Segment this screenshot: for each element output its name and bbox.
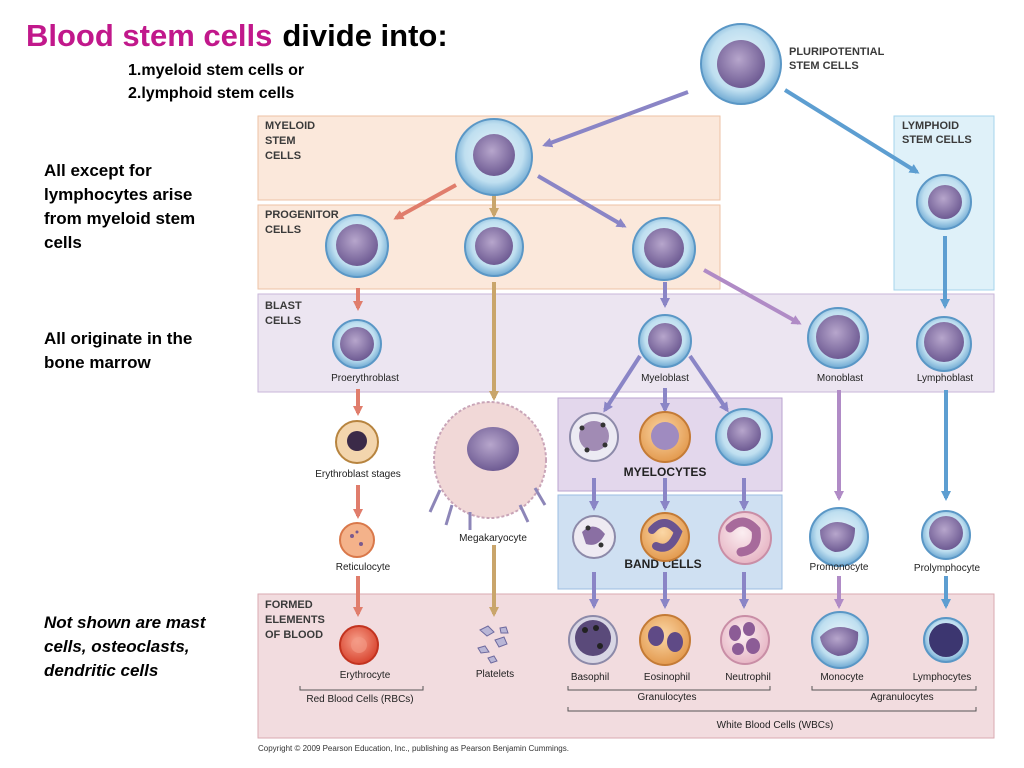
eosinophil-band-cell xyxy=(640,512,690,562)
formed-elements-panel xyxy=(257,593,995,739)
monoblast-cell xyxy=(807,307,869,369)
reticulocyte-cell xyxy=(339,522,375,558)
note-myeloid-origin: All except for lymphocytes arise from my… xyxy=(44,161,196,252)
promonocyte-label: Promonocyte xyxy=(810,562,869,573)
neutrophil-label: Neutrophil xyxy=(725,672,771,683)
note-not-shown: Not shown are mast cells, osteoclasts, d… xyxy=(44,613,206,680)
title-rest: divide into: xyxy=(282,18,448,53)
arrow-to-basophilic-myelocyte xyxy=(603,354,642,413)
arrow-pluri-to-myeloid xyxy=(542,90,689,148)
eosinophil-label: Eosinophil xyxy=(644,672,690,683)
megakaryocyte-cell xyxy=(428,401,547,530)
subtitle-myeloid: 1.myeloid stem cells or xyxy=(128,62,305,79)
myeloblast-label: Myeloblast xyxy=(641,373,689,384)
agranulocytes-bracket xyxy=(811,686,977,691)
arrow-myeloid-to-rbc-progenitor xyxy=(393,183,457,220)
rbc-progenitor-cell xyxy=(325,214,389,278)
lymphoblast-label: Lymphoblast xyxy=(917,373,974,384)
lymphocytes-label: Lymphocytes xyxy=(913,672,972,683)
copyright-text: Copyright © 2009 Pearson Education, Inc.… xyxy=(258,744,569,753)
promonocyte-cell xyxy=(809,507,869,567)
agranulocytes-label: Agranulocytes xyxy=(870,692,933,703)
subtitle-lymphoid: 2.lymphoid stem cells xyxy=(128,85,295,102)
proerythroblast-label: Proerythroblast xyxy=(331,373,399,384)
band-cells-label: BAND CELLS xyxy=(624,557,701,571)
pluripotential-stem-cell xyxy=(700,23,782,105)
eosinophil-cell xyxy=(639,614,691,666)
neutrophil-band-cell xyxy=(718,511,772,565)
myeloid-stem-cell xyxy=(455,118,533,196)
note-bone-marrow: All originate in the bone marrow xyxy=(44,329,193,372)
myeloblast-cell xyxy=(638,314,692,368)
arrow-to-neutrophilic-myelocyte xyxy=(688,354,729,413)
lymphoid-stem-cell xyxy=(916,174,972,230)
granulocytes-bracket xyxy=(567,686,771,691)
neutrophilic-myelocyte-cell xyxy=(715,408,773,466)
prolymphocyte-cell xyxy=(921,510,971,560)
basophilic-myelocyte-cell xyxy=(569,412,619,462)
basophil-band-cell xyxy=(572,515,616,559)
slide-title: Blood stem cells divide into: xyxy=(26,18,448,54)
platelets-label: Platelets xyxy=(476,669,514,680)
monocyte-cell xyxy=(811,611,869,669)
neutrophil-cell xyxy=(720,615,770,665)
reticulocyte-label: Reticulocyte xyxy=(336,562,391,573)
rbc-group-label: Red Blood Cells (RBCs) xyxy=(306,694,413,705)
wbc-group-label: White Blood Cells (WBCs) xyxy=(717,720,834,731)
erythroblast-cell xyxy=(335,420,379,464)
lymphocyte-cell xyxy=(923,617,969,663)
title-highlight: Blood stem cells xyxy=(26,18,273,53)
monocyte-label: Monocyte xyxy=(820,672,864,683)
erythroblast-label: Erythroblast stages xyxy=(315,469,401,480)
arrow-to-monoblast xyxy=(703,268,802,325)
mega-progenitor-cell xyxy=(464,217,524,277)
myelocytes-label: MYELOCYTES xyxy=(624,465,707,479)
megakaryocyte-label: Megakaryocyte xyxy=(459,533,527,544)
arrow-myeloid-to-wbc-progenitor xyxy=(536,174,627,228)
arrow-pluri-to-lymphoid xyxy=(783,88,920,174)
granulocytes-label: Granulocytes xyxy=(638,692,697,703)
basophil-cell xyxy=(568,615,618,665)
lymphoblast-cell xyxy=(916,316,972,372)
eosinophilic-myelocyte-cell xyxy=(639,411,691,463)
erythrocyte-cell xyxy=(339,625,379,665)
wbc-progenitor-cell xyxy=(632,217,696,281)
prolymphocyte-label: Prolymphocyte xyxy=(914,563,981,574)
monoblast-label: Monoblast xyxy=(817,373,863,384)
basophil-label: Basophil xyxy=(571,672,609,683)
rbc-bracket xyxy=(299,686,424,691)
platelets-cluster xyxy=(477,625,509,664)
erythrocyte-label: Erythrocyte xyxy=(340,670,391,681)
wbc-bracket xyxy=(567,707,977,712)
proerythroblast-cell xyxy=(332,319,382,369)
